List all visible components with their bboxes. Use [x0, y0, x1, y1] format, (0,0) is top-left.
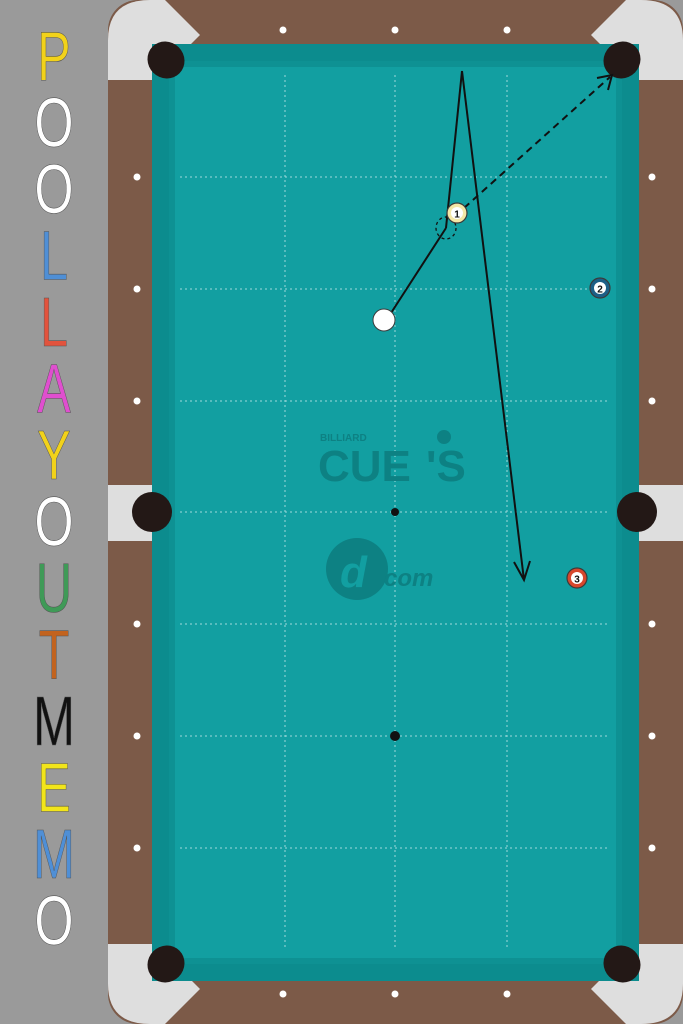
title-letter-14: O: [34, 881, 73, 959]
foot-spot: [390, 731, 400, 741]
logo-cues-ball: [437, 430, 451, 444]
pool-table: BILLIARD CUE 'S d com 1: [108, 0, 683, 1024]
title-letter-10: T: [39, 615, 70, 693]
title-letter-1: P: [37, 17, 71, 95]
logo-dcom-text: com: [384, 565, 433, 592]
cue-ball[interactable]: [372, 308, 396, 332]
sidebar-panel: [0, 0, 108, 1024]
arrow-head-dashed: [596, 73, 614, 91]
ghost-ball: [435, 216, 457, 240]
rail-to-end-line: [461, 70, 525, 581]
title-letter-4: L: [40, 216, 68, 294]
title-letter-6: A: [37, 349, 71, 427]
title-letter-2: O: [34, 83, 73, 161]
logo-cues: BILLIARD CUE 'S: [318, 430, 466, 491]
title-letter-12: E: [37, 748, 71, 826]
pocket-top-right: [603, 41, 641, 79]
pocket-top-left: [147, 41, 185, 79]
pocket-bottom-right: [603, 945, 641, 983]
logo-d-circle: [326, 538, 388, 600]
shot-paths: [390, 70, 614, 583]
logo-cues-suffix: 'S: [426, 442, 466, 491]
title-letter-9: U: [36, 549, 72, 627]
logo-cues-main: CUE: [318, 442, 411, 491]
pocket-side-left: [132, 492, 172, 532]
ghost-to-rail-line: [445, 70, 463, 229]
pocket-bottom-left: [147, 945, 185, 983]
ball-1-number: 1: [454, 210, 460, 221]
cue-path-line: [390, 227, 447, 314]
corner-plate-bottom-right: [591, 944, 683, 1024]
corner-plate-top-right: [591, 0, 683, 80]
corner-plate-top-left: [108, 0, 200, 80]
rail-diamonds: [133, 26, 656, 998]
ball-3[interactable]: 3: [566, 567, 588, 589]
ball-3-number: 3: [574, 575, 580, 586]
title-letter-3: O: [34, 150, 73, 228]
pockets: [132, 41, 657, 983]
title-letter-13: M: [33, 815, 75, 893]
arrow-head-end: [513, 560, 531, 583]
logo-cues-small: BILLIARD: [320, 433, 367, 444]
center-spot: [391, 508, 399, 516]
pocket-side-right: [617, 492, 657, 532]
logo-dcom: d com: [326, 538, 433, 600]
ball-1[interactable]: 1: [446, 202, 468, 224]
logo-d-letter: d: [340, 548, 368, 597]
corner-plate-bottom-left: [108, 944, 200, 1024]
title-letter-11: M: [33, 682, 75, 760]
object-ball-path-dashed: [463, 76, 611, 209]
ball-2-number: 2: [597, 285, 603, 296]
title-letter-5: L: [40, 283, 68, 361]
title-letter-7: Y: [37, 416, 71, 494]
ball-2[interactable]: 2: [589, 277, 611, 299]
title-letter-8: O: [34, 482, 73, 560]
